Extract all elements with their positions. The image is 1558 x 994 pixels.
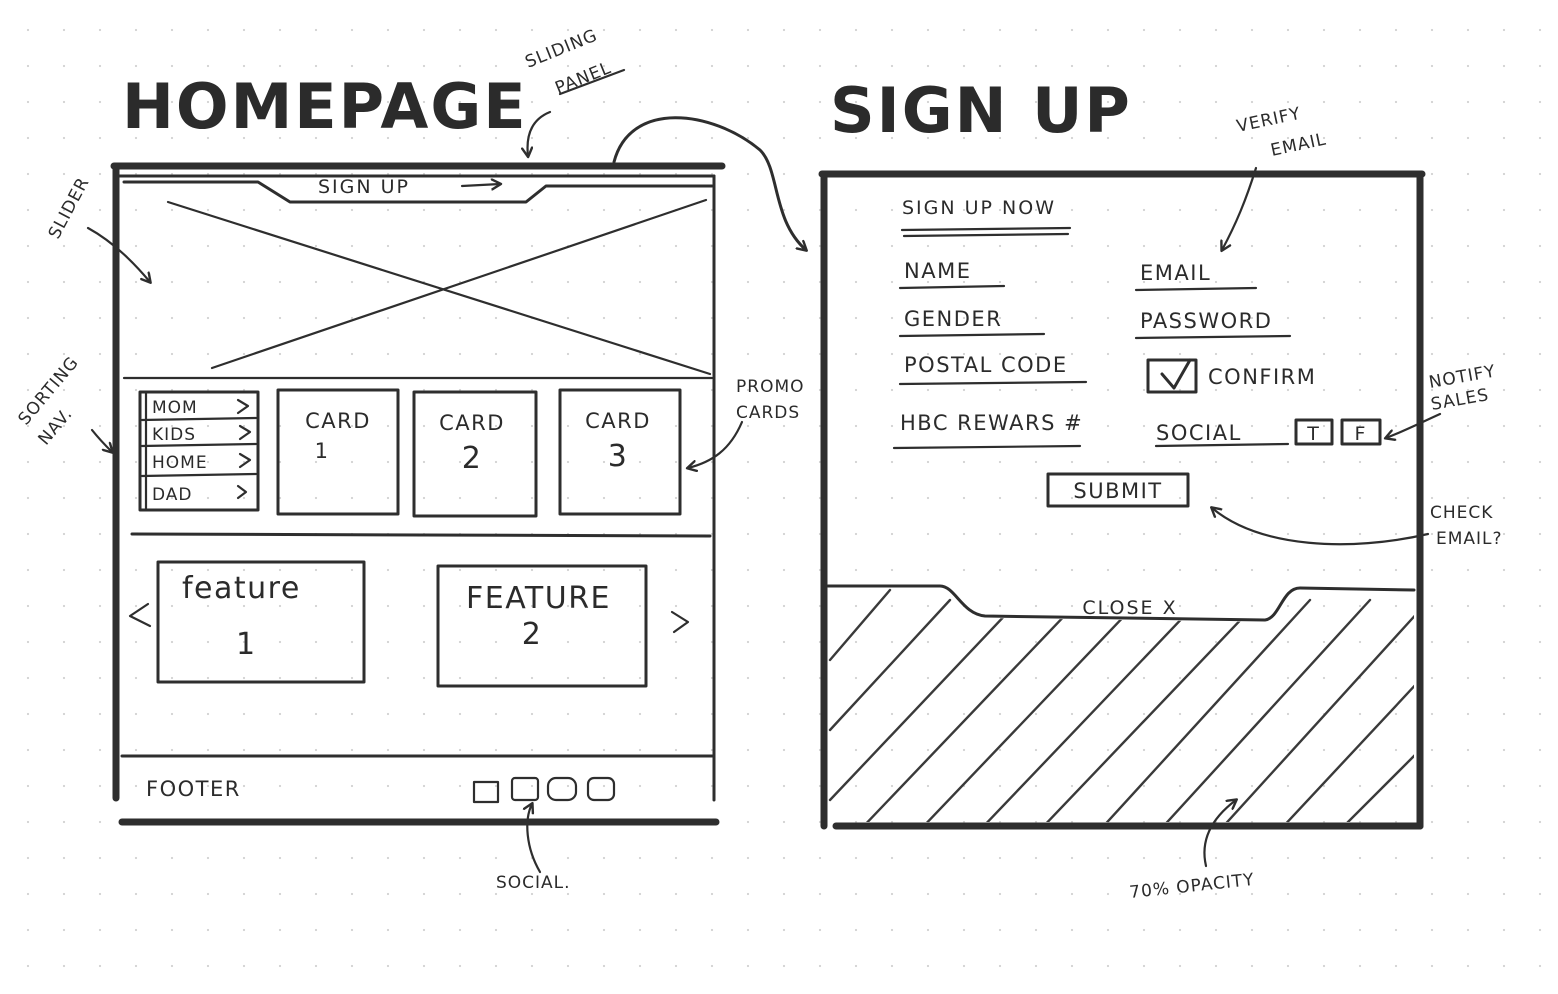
overlay-panel[interactable] <box>826 584 1420 830</box>
checkmark-icon <box>1160 358 1192 390</box>
annotation-promo-cards: PROMO CARDS <box>688 377 805 468</box>
rewards-number-field[interactable]: HBC REWARS # <box>892 411 1083 450</box>
feature-2[interactable]: FEATURE 2 <box>436 564 648 688</box>
annotation-sliding-panel: SLIDING PANEL <box>522 26 626 156</box>
sorting-nav <box>138 390 260 512</box>
svg-text:POSTAL CODE: POSTAL CODE <box>904 353 1068 377</box>
footer-social-icons <box>472 776 616 804</box>
homepage-frame <box>110 162 726 826</box>
chevron-right-icon <box>236 484 248 500</box>
confirm-label: CONFIRM <box>1208 365 1316 389</box>
heading-underline <box>902 232 1070 238</box>
sort-nav-item-dad[interactable]: DAD <box>152 484 248 505</box>
social-icon[interactable] <box>472 780 500 804</box>
social-icon[interactable] <box>510 776 540 802</box>
svg-text:EMAIL: EMAIL <box>1269 130 1328 161</box>
signup-frame <box>818 170 1426 830</box>
social-label: SOCIAL <box>1156 421 1242 445</box>
signup-tab-label: SIGN UP <box>318 176 410 198</box>
svg-text:3: 3 <box>608 439 629 474</box>
footer: FOOTER <box>146 777 241 801</box>
svg-text:PASSWORD: PASSWORD <box>1140 309 1272 333</box>
submit-label: SUBMIT <box>1073 479 1162 503</box>
svg-text:KIDS: KIDS <box>152 425 196 445</box>
social-twitter-button[interactable]: T <box>1294 418 1334 446</box>
svg-text:CARD: CARD <box>585 409 651 433</box>
svg-text:GENDER: GENDER <box>904 307 1002 331</box>
annotation-notify-sales: NOTIFY SALES <box>1386 361 1498 438</box>
annotation-slider: SLIDER <box>45 174 150 282</box>
feature-1[interactable]: feature 1 <box>156 560 366 684</box>
svg-text:HBC REWARS #: HBC REWARS # <box>900 411 1083 435</box>
footer-label: FOOTER <box>146 777 241 801</box>
sort-nav-item-home[interactable]: HOME <box>152 452 252 473</box>
social-icon[interactable] <box>546 776 578 802</box>
submit-button[interactable]: SUBMIT <box>1046 472 1190 508</box>
svg-text:70% OPACITY: 70% OPACITY <box>1128 870 1255 903</box>
promo-card-1[interactable]: CARD 1 <box>276 388 400 516</box>
svg-text:SLIDER: SLIDER <box>45 174 94 242</box>
svg-text:feature: feature <box>182 571 301 606</box>
svg-text:MOM: MOM <box>152 398 198 418</box>
svg-text:VERIFY: VERIFY <box>1235 104 1303 137</box>
svg-text:2: 2 <box>522 617 543 652</box>
heading-underline <box>900 226 1072 232</box>
promo-card-3[interactable]: CARD 3 <box>558 388 682 516</box>
svg-text:CHECK: CHECK <box>1430 503 1493 523</box>
svg-text:2: 2 <box>462 441 483 476</box>
sort-nav-item-kids[interactable]: KIDS <box>152 424 252 445</box>
annotation-sorting-nav: SORTING NAV. <box>15 353 112 452</box>
sort-nav-item-mom[interactable]: MOM <box>152 398 250 418</box>
svg-text:CARD: CARD <box>305 409 371 433</box>
name-field[interactable]: NAME <box>898 259 1006 290</box>
svg-text:EMAIL: EMAIL <box>1140 261 1211 285</box>
chevron-right-icon <box>238 424 252 441</box>
social-facebook-button[interactable]: F <box>1340 418 1382 446</box>
annotation-social: SOCIAL. <box>496 804 571 893</box>
overlay-hatching <box>828 588 1414 822</box>
svg-text:SOCIAL.: SOCIAL. <box>496 873 571 893</box>
signup-title: SIGN UP <box>830 74 1132 147</box>
svg-text:CARDS: CARDS <box>736 403 800 423</box>
sliding-signup-panel[interactable]: SIGN UP <box>122 176 714 204</box>
svg-text:NAME: NAME <box>904 259 971 283</box>
social-signup: SOCIAL <box>1154 421 1290 448</box>
chevron-right-icon <box>236 398 250 415</box>
svg-text:EMAIL?: EMAIL? <box>1436 529 1503 549</box>
carousel-prev-chevron-icon[interactable] <box>128 602 152 628</box>
social-icon[interactable] <box>586 776 616 802</box>
annotation-check-email: CHECK EMAIL? <box>1212 503 1503 549</box>
password-field[interactable]: PASSWORD <box>1134 309 1292 340</box>
signup-tab-arrow-icon <box>460 184 500 186</box>
signup-heading: SIGN UP NOW <box>902 197 1056 219</box>
svg-text:FEATURE: FEATURE <box>466 581 611 616</box>
promo-card-2[interactable]: CARD 2 <box>412 390 538 518</box>
svg-text:PROMO: PROMO <box>736 377 805 397</box>
homepage-title: HOMEPAGE <box>122 70 528 143</box>
svg-text:CARD: CARD <box>439 411 505 435</box>
postal-code-field[interactable]: POSTAL CODE <box>898 353 1088 386</box>
chevron-right-icon <box>238 452 252 469</box>
annotation-opacity: 70% OPACITY <box>1128 800 1256 903</box>
section-divider <box>130 532 712 538</box>
svg-text:HOME: HOME <box>152 453 208 473</box>
svg-text:DAD: DAD <box>152 485 193 505</box>
hero-slider[interactable] <box>166 198 712 376</box>
facebook-icon: F <box>1355 423 1368 445</box>
confirm-checkbox[interactable]: CONFIRM <box>1146 358 1316 394</box>
carousel-next-chevron-icon[interactable] <box>670 610 690 634</box>
svg-text:1: 1 <box>315 439 330 463</box>
gender-field[interactable]: GENDER <box>898 307 1046 338</box>
twitter-icon: T <box>1306 423 1321 445</box>
svg-text:1: 1 <box>236 627 257 662</box>
close-button[interactable]: CLOSE X <box>1082 597 1177 619</box>
flow-arrow <box>612 116 806 250</box>
email-field[interactable]: EMAIL <box>1134 261 1258 292</box>
